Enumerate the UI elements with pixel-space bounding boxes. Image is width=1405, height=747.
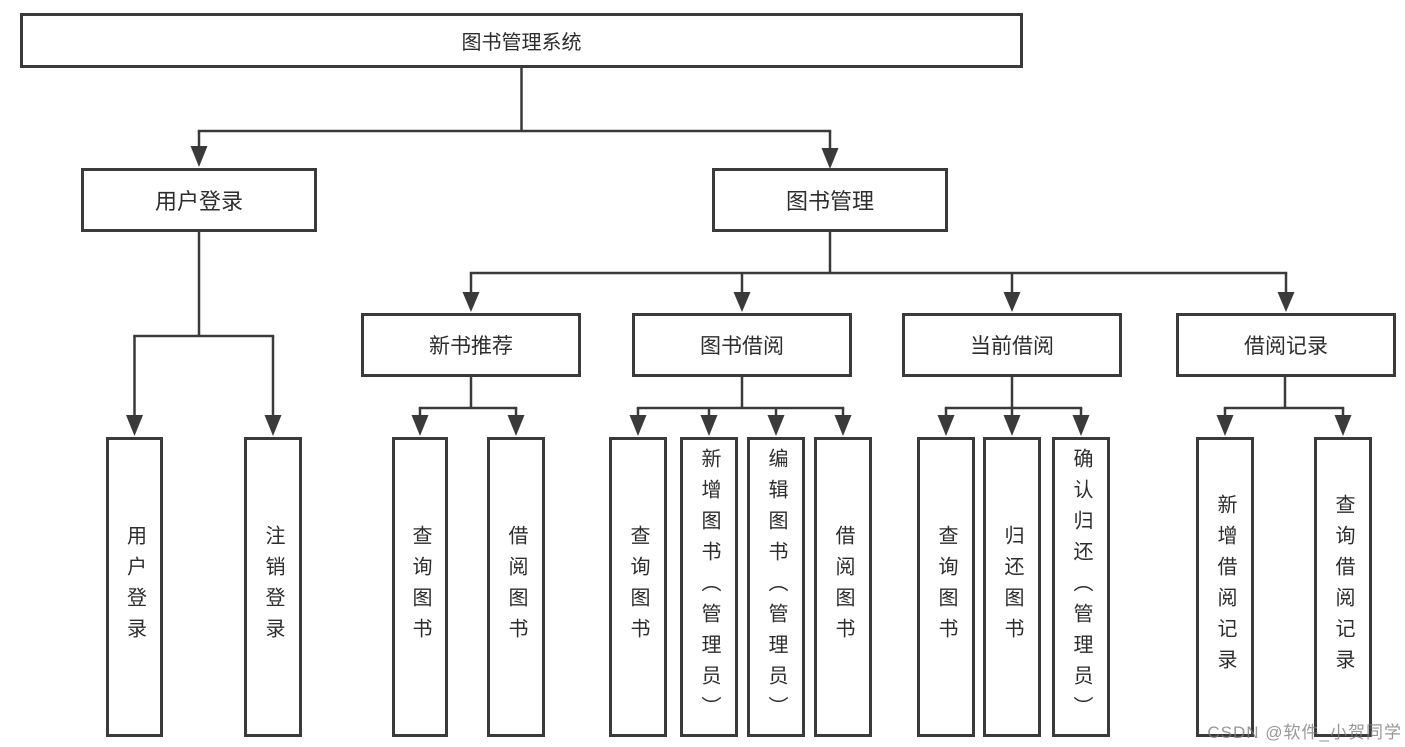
node-leaf-bb-search-books: 查询图书 bbox=[609, 437, 667, 737]
node-leaf-br-search-record: 查询借阅记录 bbox=[1314, 437, 1372, 737]
node-root-system: 图书管理系统 bbox=[20, 13, 1023, 68]
node-leaf-bb-search-books-label: 查询图书 bbox=[627, 525, 649, 649]
node-leaf-cb-confirm-return-admin: 确认归还（管理员） bbox=[1052, 437, 1110, 737]
node-leaf-user-login-label: 用户登录 bbox=[123, 525, 146, 649]
node-leaf-user-login: 用户登录 bbox=[106, 437, 163, 737]
node-borrow-records: 借阅记录 bbox=[1176, 313, 1396, 377]
node-leaf-nb-borrow-books-label: 借阅图书 bbox=[505, 525, 527, 649]
node-leaf-br-add-record: 新增借阅记录 bbox=[1196, 437, 1254, 737]
node-leaf-bb-borrow-books: 借阅图书 bbox=[814, 437, 872, 737]
node-leaf-bb-add-books-admin-label: 新增图书（管理员） bbox=[698, 447, 720, 727]
node-leaf-cb-confirm-return-admin-label: 确认归还（管理员） bbox=[1070, 447, 1092, 727]
node-leaf-bb-borrow-books-label: 借阅图书 bbox=[832, 525, 854, 649]
node-book-borrow: 图书借阅 bbox=[632, 313, 852, 377]
node-user-login: 用户登录 bbox=[81, 168, 317, 232]
node-book-management: 图书管理 bbox=[712, 168, 948, 232]
node-book-management-label: 图书管理 bbox=[785, 189, 874, 214]
node-new-book-recommend-label: 新书推荐 bbox=[429, 335, 513, 358]
node-leaf-br-search-record-label: 查询借阅记录 bbox=[1332, 494, 1354, 680]
node-leaf-bb-edit-books-admin: 编辑图书（管理员） bbox=[747, 437, 805, 737]
node-leaf-nb-borrow-books: 借阅图书 bbox=[487, 437, 545, 737]
node-user-login-label: 用户登录 bbox=[154, 189, 243, 214]
node-new-book-recommend: 新书推荐 bbox=[361, 313, 581, 377]
node-leaf-cb-search-books: 查询图书 bbox=[917, 437, 975, 737]
node-leaf-nb-search-books: 查询图书 bbox=[392, 437, 448, 737]
node-leaf-logout: 注销登录 bbox=[244, 437, 302, 737]
csdn-watermark: CSDN @软件_小贺同学 bbox=[1207, 723, 1402, 742]
node-leaf-bb-edit-books-admin-label: 编辑图书（管理员） bbox=[765, 447, 787, 727]
node-leaf-bb-add-books-admin: 新增图书（管理员） bbox=[680, 437, 738, 737]
node-leaf-br-add-record-label: 新增借阅记录 bbox=[1214, 494, 1236, 680]
node-leaf-cb-search-books-label: 查询图书 bbox=[935, 525, 957, 649]
node-current-borrow: 当前借阅 bbox=[902, 313, 1122, 377]
node-leaf-logout-label: 注销登录 bbox=[262, 525, 284, 649]
node-current-borrow-label: 当前借阅 bbox=[970, 335, 1054, 358]
node-leaf-nb-search-books-label: 查询图书 bbox=[409, 525, 431, 649]
node-leaf-cb-return-books-label: 归还图书 bbox=[1001, 525, 1023, 649]
node-book-borrow-label: 图书借阅 bbox=[700, 335, 784, 358]
node-leaf-cb-return-books: 归还图书 bbox=[983, 437, 1041, 737]
node-borrow-records-label: 借阅记录 bbox=[1244, 335, 1328, 358]
node-root-label: 图书管理系统 bbox=[461, 32, 582, 54]
